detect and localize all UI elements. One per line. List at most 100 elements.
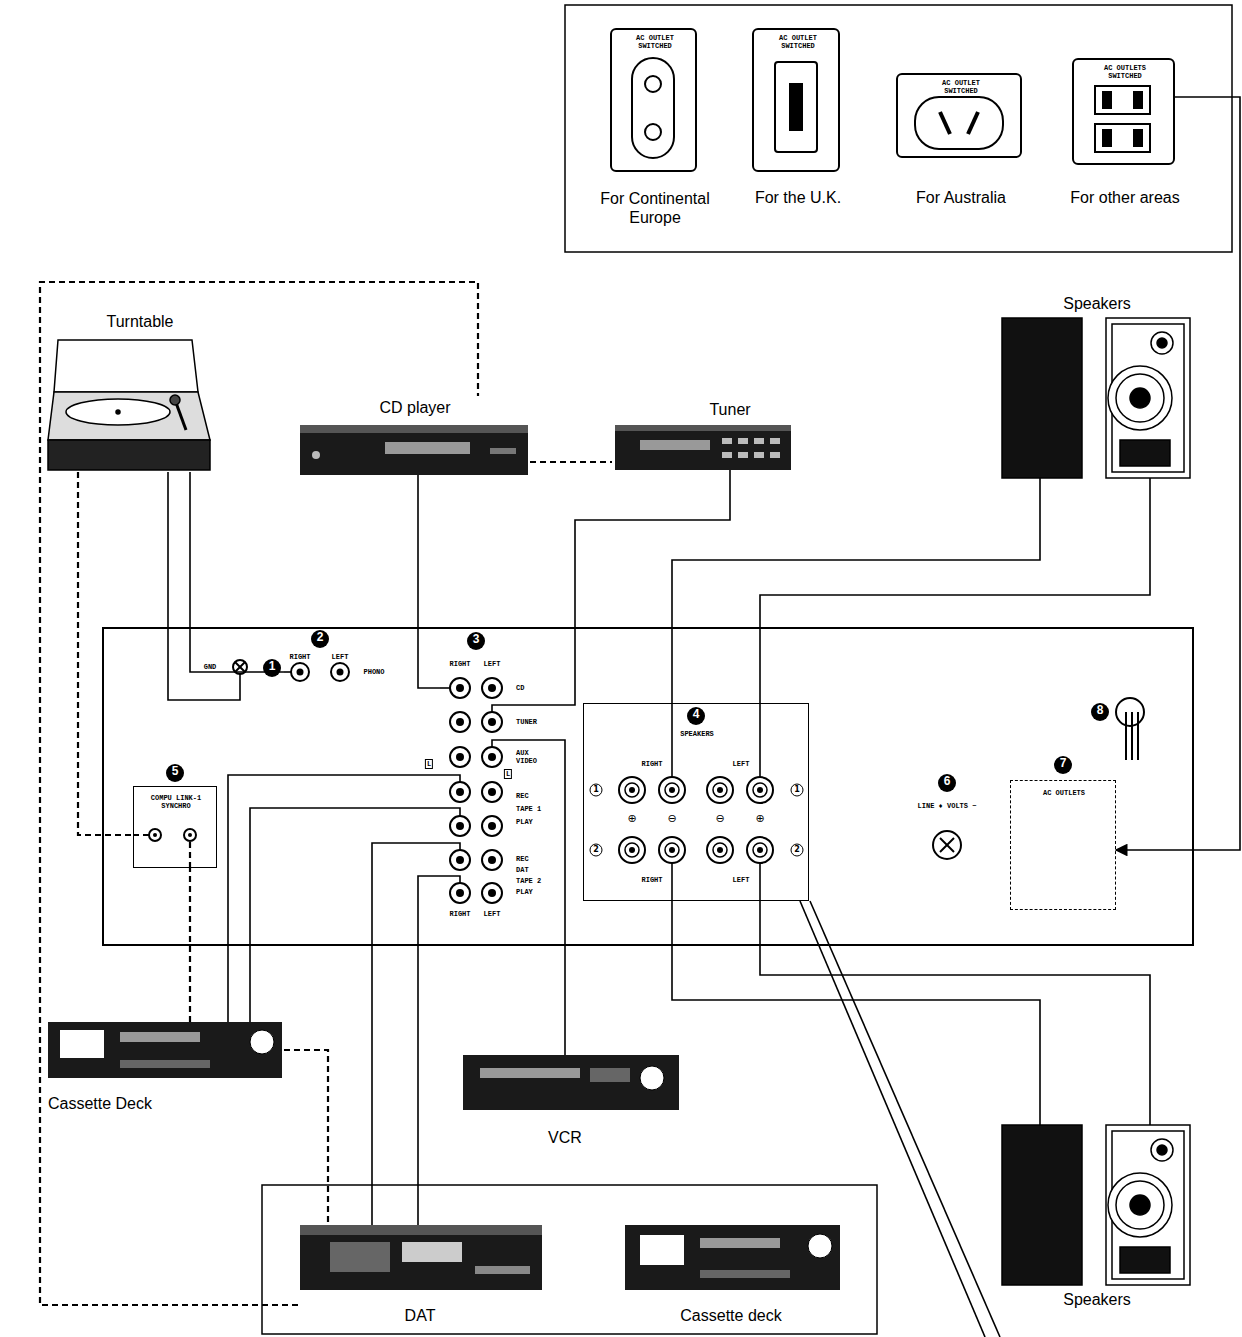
jack <box>291 663 309 681</box>
ac-outlets-panel: AC OUTLETS <box>1010 780 1116 910</box>
audio-cable <box>418 876 440 1225</box>
control-wire <box>40 282 478 1305</box>
label: COMPU LINK-1 SYNCHRO <box>148 794 205 810</box>
jack <box>450 782 470 802</box>
wire-stub <box>800 901 985 1337</box>
jack <box>488 684 496 692</box>
ac-outlet-panel: AC OUTLET SWITCHEDFor Continental Europe <box>610 28 697 172</box>
dat-drawing <box>475 1266 530 1274</box>
turntable-drawing <box>116 410 120 414</box>
tuner-drawing <box>738 452 748 458</box>
ground-terminal: GND <box>193 652 257 682</box>
jack <box>188 833 192 837</box>
ac-outlet-panel: AC OUTLETS SWITCHEDFor other areas <box>1072 58 1175 165</box>
tuner-drawing <box>615 425 791 431</box>
jack <box>488 788 496 796</box>
wire-stub <box>133 672 1000 1337</box>
vcr-drawing <box>463 1055 679 1110</box>
cd-player: CD player <box>298 396 530 475</box>
label: LEFT <box>484 910 501 918</box>
tuner-drawing <box>770 438 780 444</box>
speaker-wire <box>760 901 1150 1125</box>
jack <box>331 663 349 681</box>
dat-deck: DAT <box>298 1225 546 1329</box>
ground-wire <box>168 472 240 700</box>
speaker-wire <box>672 478 1040 703</box>
outlet-icon <box>775 62 817 152</box>
ac-outlet-panel: AC OUTLET SWITCHEDFor the U.K. <box>752 28 840 172</box>
panel-hardware <box>1116 698 1144 726</box>
speaker-wire <box>760 478 1150 703</box>
outlet-icon <box>645 124 661 140</box>
channel-mark: L <box>425 759 433 769</box>
jack <box>488 718 496 726</box>
outlet-icon <box>1095 86 1150 114</box>
jack <box>488 753 496 761</box>
cassette-deck-drawing <box>120 1060 210 1068</box>
control-wire <box>189 868 191 1022</box>
cassette-deck-drawing <box>120 1032 200 1042</box>
cd-player-drawing <box>385 442 470 454</box>
outlet-icon <box>1103 130 1111 146</box>
cassette-deck-drawing <box>60 1030 104 1058</box>
wire-stub <box>440 808 460 816</box>
polarity-mark: ⊖ <box>715 813 724 825</box>
audio-cable <box>228 775 440 1022</box>
speaker-terminal <box>619 777 645 803</box>
power-line <box>1116 97 1240 850</box>
outlet-icon <box>790 84 802 130</box>
speaker-drawing <box>1002 318 1190 478</box>
jack <box>482 782 502 802</box>
wire-stub <box>440 687 450 689</box>
label: SPEAKERS <box>680 730 714 738</box>
cd-player-drawing <box>312 451 320 459</box>
jack <box>149 663 773 903</box>
label: Tuner <box>709 401 750 419</box>
jack <box>297 669 304 676</box>
control-wire <box>530 461 612 463</box>
speaker-terminal <box>625 783 639 797</box>
panel-hardware <box>233 660 1144 910</box>
label: RIGHT <box>449 910 470 918</box>
frame <box>565 5 1232 252</box>
outlet-icon <box>1095 124 1150 152</box>
cassette-deck-drawing <box>640 1235 684 1265</box>
panel-hardware <box>235 662 245 672</box>
phono-input: RIGHTLEFTPHONO <box>284 649 396 686</box>
jack <box>149 829 161 841</box>
speaker-set-number: 1 <box>791 784 804 797</box>
wire-stub <box>492 740 562 747</box>
outlet-icon <box>940 112 950 134</box>
label: RIGHT <box>641 760 662 768</box>
polarity-mark: ⊕ <box>627 813 636 825</box>
label: CD <box>516 684 524 692</box>
vcr-drawing <box>640 1066 664 1090</box>
tuner-drawing <box>754 438 764 444</box>
label: RIGHT <box>289 653 310 661</box>
turntable-drawing <box>48 440 210 470</box>
jack <box>456 856 464 864</box>
label: AC OUTLET SWITCHED <box>774 34 822 50</box>
tuner-drawing <box>738 438 748 444</box>
speaker-drawing <box>1002 318 1082 478</box>
jack <box>450 883 470 903</box>
speaker-set-number: 2 <box>791 844 804 857</box>
jack <box>456 889 464 897</box>
dat-drawing <box>300 1225 542 1235</box>
jack <box>488 856 496 864</box>
tuner-drawing <box>722 438 732 444</box>
label: CD player <box>379 399 450 417</box>
speaker-terminal <box>629 787 635 793</box>
wire-stub <box>759 863 761 901</box>
label: LEFT <box>484 660 501 668</box>
dat-drawing <box>330 1242 390 1272</box>
turntable-drawing <box>170 395 180 405</box>
callout-number: 4 <box>687 707 705 725</box>
jack <box>456 684 464 692</box>
audio-cable <box>372 843 440 1225</box>
caption: For Australia <box>891 188 1031 207</box>
label: DAT <box>405 1307 436 1325</box>
jack <box>456 788 464 796</box>
callout-number: 2 <box>311 630 329 648</box>
jack <box>450 816 470 836</box>
